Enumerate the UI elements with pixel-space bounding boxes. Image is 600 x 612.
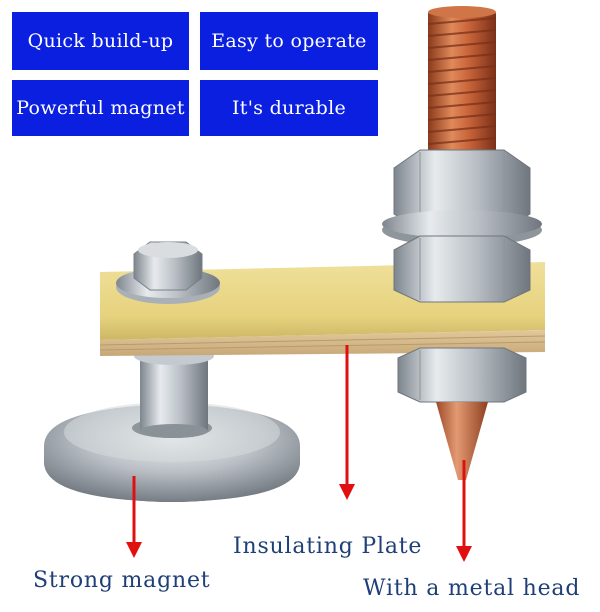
- lower-hex-nut: [393, 235, 531, 303]
- feature-badge-powerful-magnet: Powerful magnet: [12, 80, 189, 136]
- arrow-metal-head-head: [456, 546, 472, 562]
- feature-label: Powerful magnet: [16, 97, 185, 119]
- feature-badge-quick-build-up: Quick build-up: [12, 12, 189, 70]
- callout-arrows: [126, 345, 472, 562]
- caption-strong-magnet: Strong magnet: [33, 568, 211, 593]
- feature-label: It's durable: [231, 97, 347, 119]
- feature-badge-easy-to-operate: Easy to operate: [200, 12, 378, 70]
- plate-bolt: [116, 241, 220, 304]
- caption-insulating-plate: Insulating Plate: [233, 534, 423, 559]
- feature-label: Easy to operate: [211, 30, 367, 52]
- copper-threaded-rod: [427, 6, 497, 170]
- arrow-insulating-plate-head: [339, 484, 355, 500]
- copper-tip: [436, 402, 488, 480]
- magnet-post: [134, 347, 214, 438]
- under-plate-nut: [397, 347, 527, 403]
- caption-metal-head: With a metal head: [363, 576, 581, 601]
- feature-badge-durable: It's durable: [200, 80, 378, 136]
- arrow-strong-magnet-head: [126, 542, 142, 558]
- feature-label: Quick build-up: [27, 30, 174, 52]
